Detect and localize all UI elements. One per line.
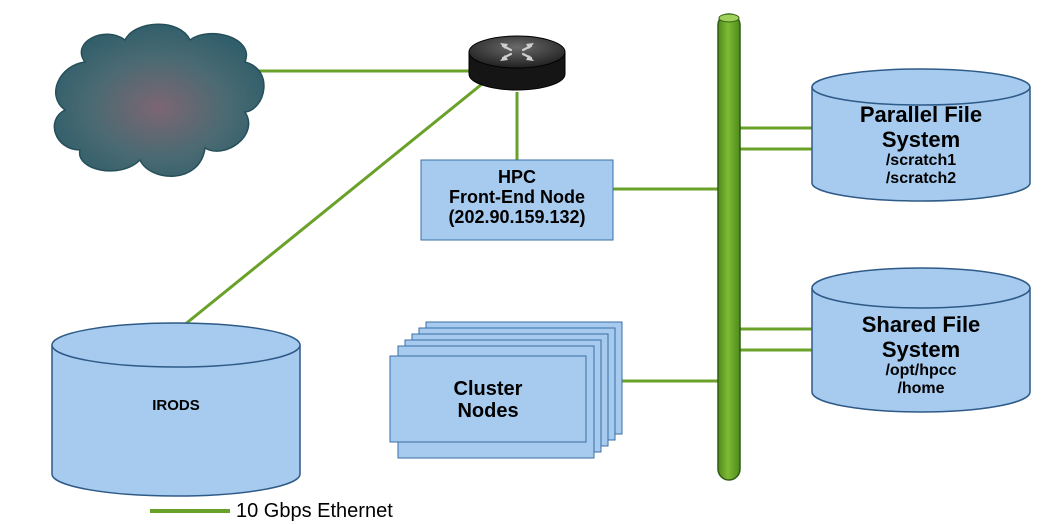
front-end-line-2: Front-End Node bbox=[449, 187, 585, 208]
shared-fs-line-3: /opt/hpcc bbox=[885, 362, 957, 380]
cluster-line-2: Nodes bbox=[457, 400, 519, 423]
shared-fs-line-4: /home bbox=[897, 380, 945, 398]
parallel-fs-line-2: System bbox=[881, 126, 961, 152]
front-end-node-label: HPC Front-End Node (202.90.159.132) bbox=[421, 167, 613, 227]
irods-label: IRODS bbox=[52, 397, 300, 415]
cluster-line-1: Cluster bbox=[453, 378, 523, 400]
router-icon bbox=[468, 35, 566, 91]
irods-storage bbox=[51, 322, 301, 497]
front-end-line-3: (202.90.159.132) bbox=[448, 207, 586, 228]
legend-swatch bbox=[150, 509, 230, 513]
parallel-file-system-label: Parallel File System /scratch1 /scratch2 bbox=[812, 102, 1030, 188]
front-end-line-1: HPC bbox=[497, 167, 536, 187]
cluster-nodes-label: Cluster Nodes bbox=[390, 378, 586, 423]
cluster-node-stack bbox=[389, 321, 623, 459]
cloud-icon bbox=[53, 23, 265, 177]
parallel-file-system-storage bbox=[811, 68, 1031, 202]
parallel-fs-line-3: /scratch1 bbox=[885, 152, 957, 170]
legend: 10 Gbps Ethernet bbox=[150, 500, 393, 522]
backbone-bus bbox=[717, 13, 741, 481]
shared-fs-line-1: Shared File bbox=[861, 312, 981, 337]
link-router-irods bbox=[177, 82, 483, 332]
parallel-fs-line-4: /scratch2 bbox=[885, 170, 957, 188]
parallel-fs-line-1: Parallel File bbox=[859, 102, 983, 127]
shared-fs-line-2: System bbox=[881, 336, 961, 362]
front-end-node-box bbox=[420, 159, 614, 241]
links bbox=[177, 69, 812, 383]
shared-file-system-label: Shared File System /opt/hpcc /home bbox=[812, 312, 1030, 398]
shared-file-system-storage bbox=[811, 267, 1031, 413]
irods-text: IRODS bbox=[152, 397, 200, 414]
legend-label: 10 Gbps Ethernet bbox=[236, 499, 393, 522]
